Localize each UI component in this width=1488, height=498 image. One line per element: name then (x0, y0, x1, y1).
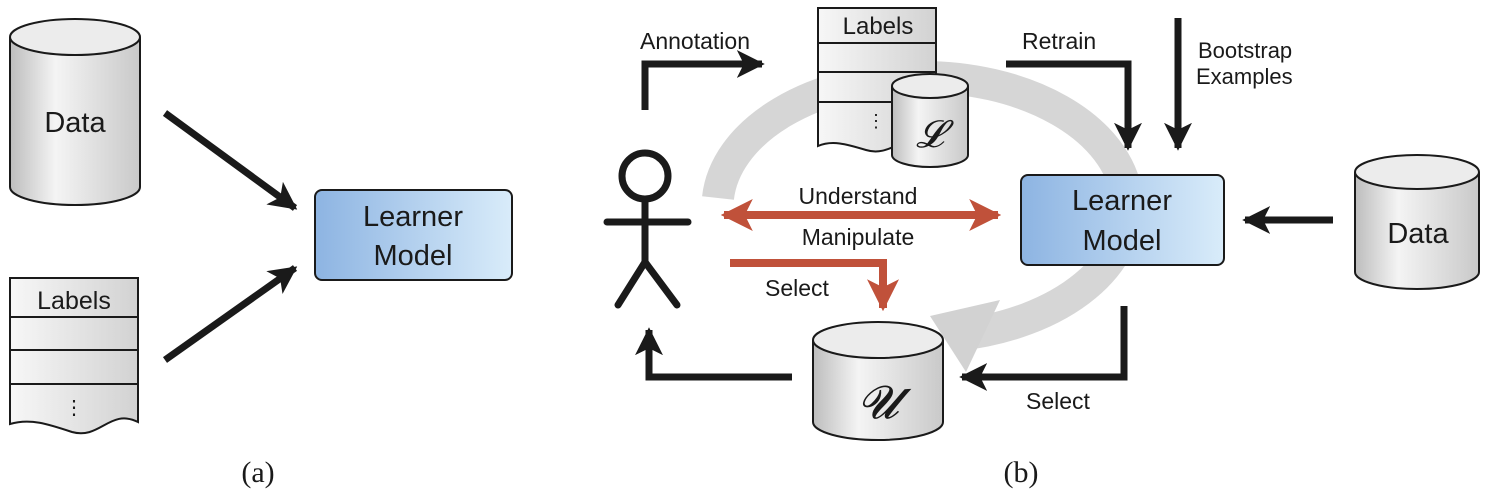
understand-label: Understand (799, 183, 918, 209)
learner-line1-a: Learner (363, 201, 463, 233)
labels-ellipsis-b: ⋮ (867, 111, 885, 131)
data-database-a: Data (9, 18, 141, 206)
arrow-annotation (641, 50, 765, 110)
manipulate-label: Manipulate (802, 224, 915, 250)
bootstrap-label-1: Bootstrap (1198, 38, 1292, 63)
select-model-label: Select (1026, 388, 1091, 414)
cycle-ring (702, 60, 1144, 372)
arrow-data-to-model-a (162, 110, 298, 211)
learner-line2-a: Model (374, 240, 453, 272)
annotation-label: Annotation (640, 28, 750, 54)
learner-model-b: Learner Model (1020, 174, 1225, 266)
data-database-b: Data (1354, 154, 1480, 290)
select-user-label: Select (765, 275, 830, 301)
arrow-select-model (959, 306, 1128, 391)
arrow-select-user (730, 259, 899, 312)
data-label-a: Data (44, 107, 106, 139)
user-figure (603, 149, 692, 309)
bootstrap-label-2: Examples (1196, 64, 1293, 89)
data-label-b: Data (1387, 218, 1449, 250)
arrow-retrain (1006, 60, 1142, 151)
panel-a: Data Labels ⋮ Learner Model (a) (9, 18, 513, 489)
retrain-label: Retrain (1022, 28, 1096, 54)
learner-line1-b: Learner (1072, 185, 1172, 217)
arrow-unlabeled-to-user (635, 327, 792, 381)
panel-b: Labels ⋮ 𝓛 Annotation Retrain Bootstrap … (603, 7, 1480, 489)
unlabeled-set-database: 𝓤 (812, 321, 944, 441)
learner-line2-b: Model (1083, 225, 1162, 257)
caption-a: (a) (241, 456, 274, 489)
learner-model-a: Learner Model (314, 189, 513, 281)
labels-document-a: Labels ⋮ (9, 277, 139, 435)
labels-title-b: Labels (843, 13, 914, 40)
caption-b: (b) (1004, 456, 1039, 489)
labels-title-a: Labels (37, 287, 111, 315)
labels-ellipsis-a: ⋮ (64, 397, 84, 419)
labeled-set-database: 𝓛 (891, 73, 969, 168)
arrow-labels-to-model-a (162, 265, 298, 363)
